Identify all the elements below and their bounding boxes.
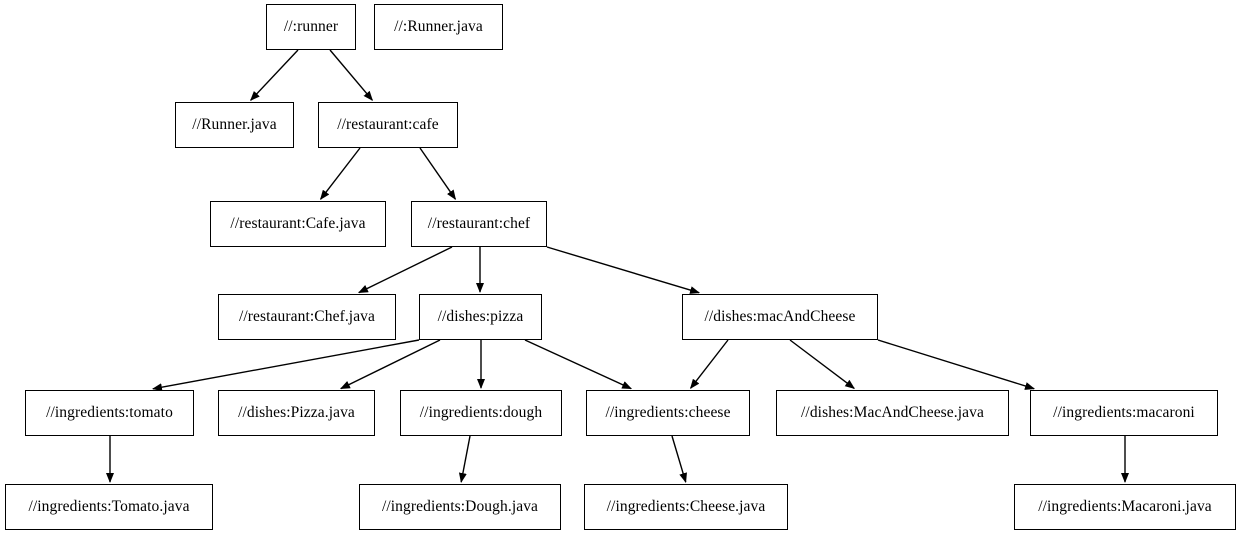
graph-node-ing_dough_java[interactable]: //ingredients:Dough.java — [359, 484, 561, 530]
graph-node-dishes_pizza_java[interactable]: //dishes:Pizza.java — [218, 390, 375, 436]
graph-edge-restaurant_chef-to-dishes_macandcheese — [546, 246, 701, 294]
graph-edge-runner-to-restaurant_cafe — [329, 49, 374, 102]
graph-edge-dishes_macandcheese-to-dishes_mac_java — [789, 339, 856, 390]
graph-node-restaurant_chef[interactable]: //restaurant:chef — [411, 201, 547, 247]
graph-node-ing_macaroni[interactable]: //ingredients:macaroni — [1030, 390, 1218, 436]
graph-node-ing_macaroni_java[interactable]: //ingredients:Macaroni.java — [1014, 484, 1236, 530]
graph-node-restaurant_cafe[interactable]: //restaurant:cafe — [318, 102, 458, 148]
graph-node-label: //ingredients:tomato — [46, 404, 173, 422]
graph-node-label: //restaurant:Cafe.java — [230, 215, 366, 233]
graph-node-label: //dishes:MacAndCheese.java — [801, 404, 984, 422]
graph-edge-dishes_pizza-to-dishes_pizza_java — [339, 339, 441, 390]
graph-node-dishes_macandcheese[interactable]: //dishes:macAndCheese — [682, 294, 878, 340]
graph-node-root_runner_java[interactable]: //:Runner.java — [374, 4, 503, 50]
graph-node-label: //ingredients:cheese — [605, 404, 731, 422]
graph-node-ing_dough[interactable]: //ingredients:dough — [400, 390, 562, 436]
graph-node-label: //ingredients:dough — [419, 404, 543, 422]
graph-edge-dishes_macandcheese-to-ing_cheese — [690, 339, 729, 389]
graph-node-label: //ingredients:Tomato.java — [28, 498, 190, 516]
graph-node-runner[interactable]: //:runner — [266, 4, 356, 50]
graph-edge-dishes_pizza-to-ing_cheese — [524, 339, 633, 390]
graph-node-ing_tomato_java[interactable]: //ingredients:Tomato.java — [5, 484, 213, 530]
graph-edge-restaurant_cafe-to-restaurant_cafe_java — [319, 147, 361, 201]
graph-node-restaurant_chef_java[interactable]: //restaurant:Chef.java — [218, 294, 396, 340]
graph-node-label: //ingredients:Dough.java — [381, 498, 539, 516]
graph-edge-ing_dough-to-ing_dough_java — [458, 435, 471, 484]
graph-node-restaurant_cafe_java[interactable]: //restaurant:Cafe.java — [210, 201, 386, 247]
graph-node-label: //dishes:macAndCheese — [704, 308, 856, 326]
graph-node-label: //restaurant:Chef.java — [238, 308, 376, 326]
graph-node-ing_cheese_java[interactable]: //ingredients:Cheese.java — [584, 484, 788, 530]
graph-node-label: //ingredients:Macaroni.java — [1038, 498, 1212, 516]
graph-edge-dishes_pizza-to-ing_tomato — [151, 339, 420, 392]
graph-node-ing_tomato[interactable]: //ingredients:tomato — [25, 390, 194, 436]
graph-node-dishes_pizza[interactable]: //dishes:pizza — [419, 294, 542, 340]
graph-edge-dishes_macandcheese-to-ing_macaroni — [877, 339, 1035, 390]
graph-node-label: //restaurant:chef — [427, 215, 531, 233]
graph-edge-restaurant_chef-to-restaurant_chef_java — [358, 246, 453, 294]
graph-node-label: //dishes:Pizza.java — [238, 404, 355, 422]
graph-node-dishes_mac_java[interactable]: //dishes:MacAndCheese.java — [776, 390, 1009, 436]
graph-edge-ing_cheese-to-ing_cheese_java — [671, 435, 687, 484]
graph-edge-runner-to-runner_java — [249, 49, 299, 101]
graph-node-label: //dishes:pizza — [437, 308, 524, 326]
graph-node-label: //ingredients:macaroni — [1053, 404, 1195, 422]
graph-edge-restaurant_cafe-to-restaurant_chef — [419, 147, 457, 201]
graph-node-runner_java[interactable]: //Runner.java — [175, 102, 294, 148]
graph-node-label: //ingredients:Cheese.java — [606, 498, 766, 516]
graph-node-ing_cheese[interactable]: //ingredients:cheese — [586, 390, 750, 436]
graph-node-label: //restaurant:cafe — [337, 116, 439, 134]
graph-node-label: //:Runner.java — [394, 18, 483, 36]
graph-node-label: //:runner — [283, 18, 339, 36]
graph-node-label: //Runner.java — [192, 116, 277, 134]
